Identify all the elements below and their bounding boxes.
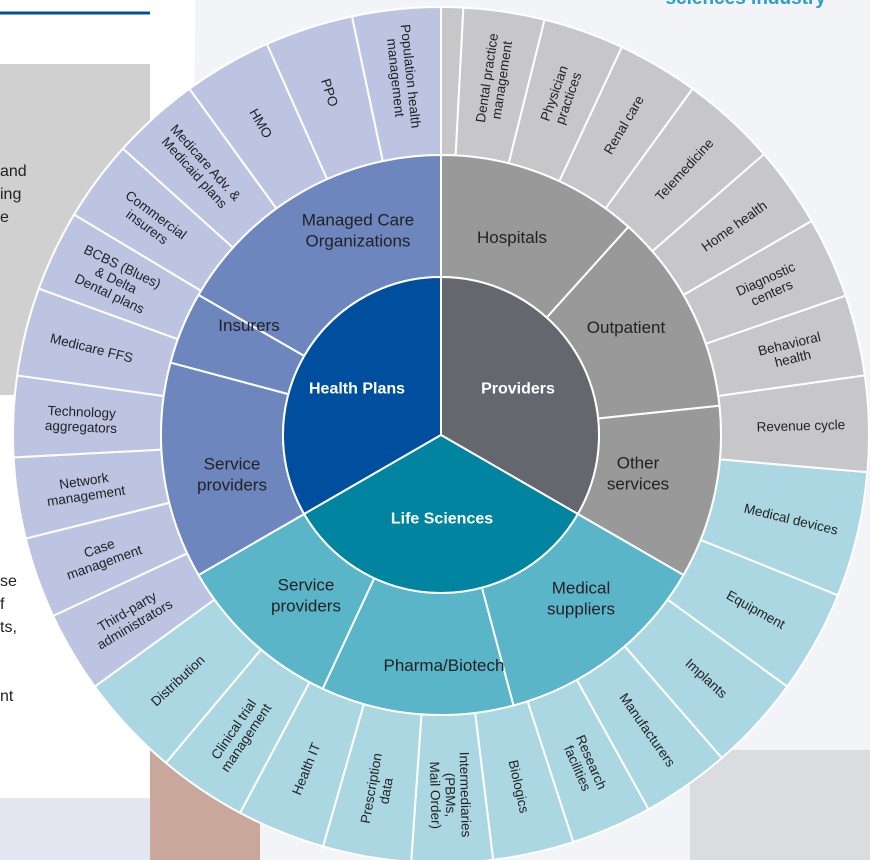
photo-hospital [690, 750, 870, 860]
left-text-line: nt [0, 688, 14, 705]
segment-label-insurers: Insurers [218, 316, 279, 335]
left-text-line: e [0, 209, 9, 226]
sector-providers [440, 275, 600, 516]
left-text-line: ing [0, 186, 22, 203]
left-text-line: f [0, 596, 5, 613]
sector-label-providers: Providers [481, 381, 555, 398]
left-text-lower: se f ts, nt [0, 570, 17, 708]
sector-life-sciences [302, 433, 580, 594]
left-text-upper: and ing e [0, 160, 27, 229]
segment-label-hospitals: Hospitals [477, 228, 547, 247]
sector-label-health-plans: Health Plans [309, 381, 405, 398]
segment-label-pharma-biotech: Pharma/Biotech [384, 656, 505, 675]
left-text-line: ts, [0, 619, 17, 636]
top-left-banner [0, 0, 150, 14]
segment-label-outpatient: Outpatient [587, 318, 666, 337]
outer-label-technology-aggregators: Technologyaggregators [45, 403, 119, 436]
outer-label-revenue-cycle: Revenue cycle [756, 417, 845, 434]
left-text-line: se [0, 573, 17, 590]
left-text-line: and [0, 163, 27, 180]
outer-label-intermediaries-pbms-mail-order: Intermediaries(PBMs,Mail Order) [427, 752, 474, 839]
header-title: sciences industry [665, 0, 826, 10]
sector-health-plans [282, 275, 442, 516]
sector-label-life-sciences: Life Sciences [391, 511, 493, 528]
